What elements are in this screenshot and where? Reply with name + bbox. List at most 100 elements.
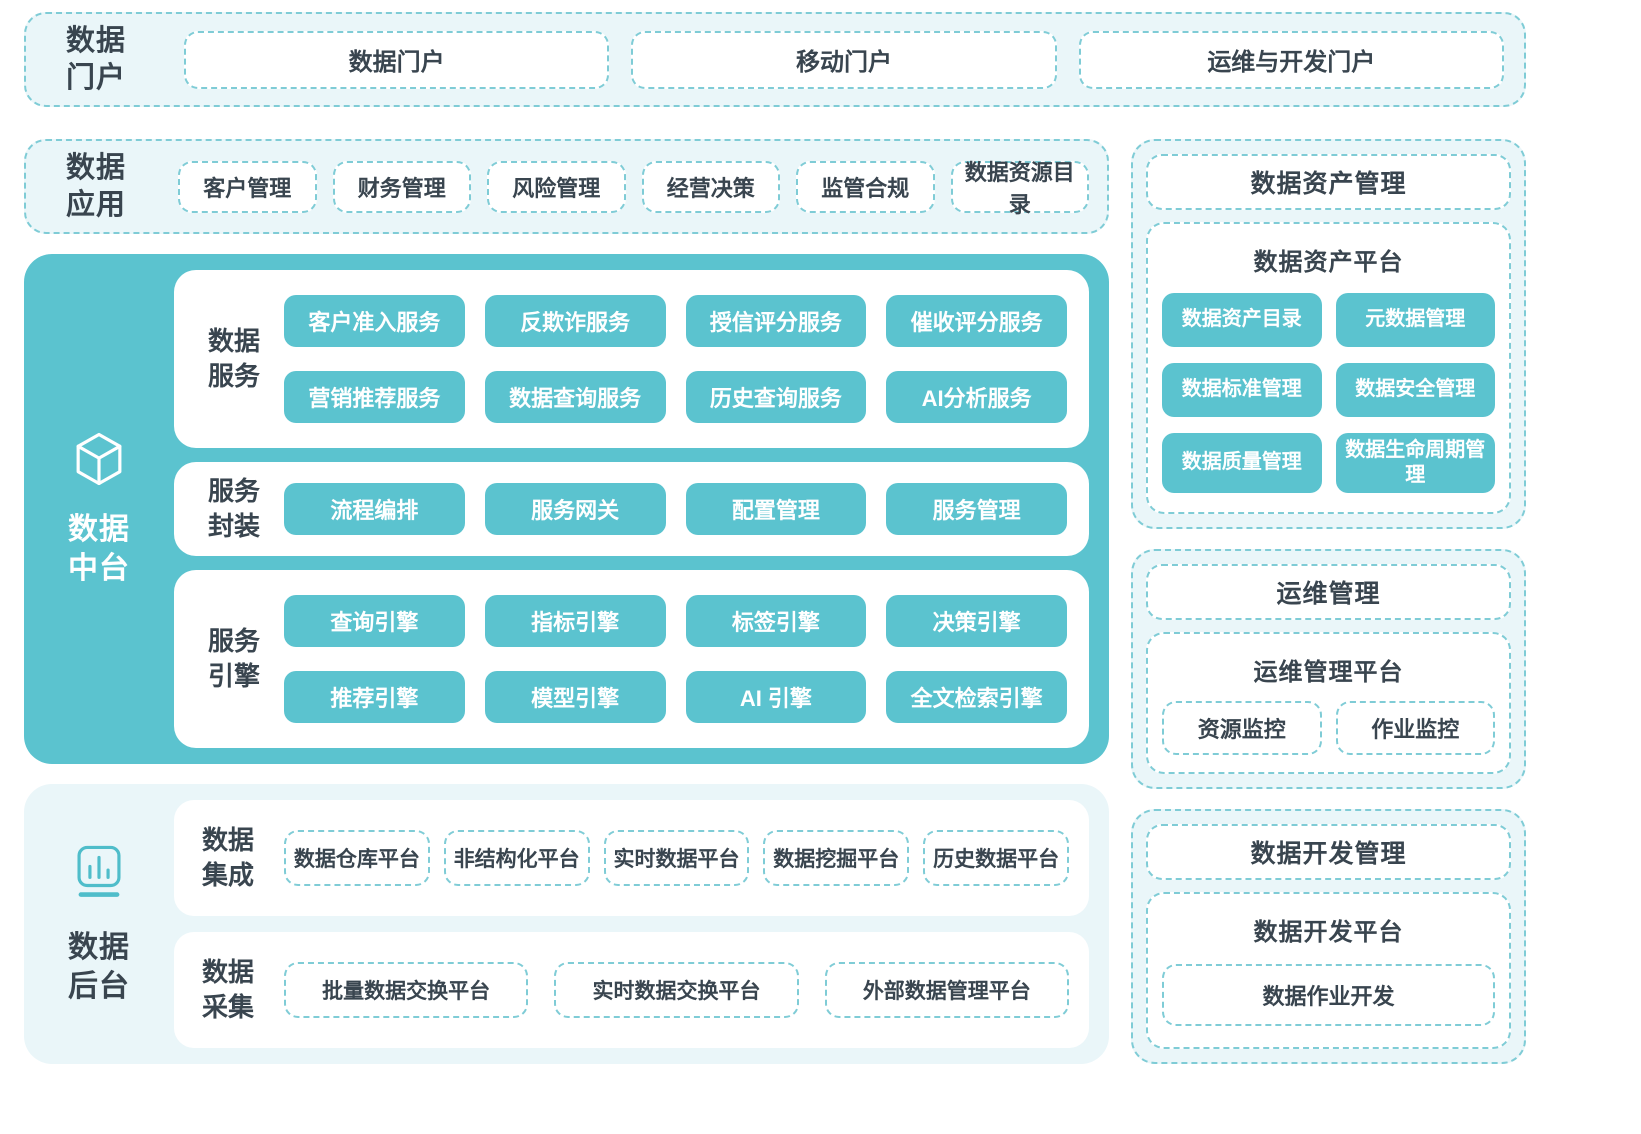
cube-icon xyxy=(76,432,122,486)
dev-node: 数据作业开发 xyxy=(1162,964,1495,1026)
service-encapsulation-group: 服务 封装 流程编排 服务网关 配置管理 服务管理 xyxy=(174,462,1089,556)
service-node: 服务管理 xyxy=(886,483,1067,535)
data-dev-platform-items: 数据作业开发 xyxy=(1162,957,1495,1033)
monitor-node: 资源监控 xyxy=(1162,700,1322,755)
ops-management-platform: 运维管理平台 资源监控 作业监控 xyxy=(1146,632,1511,774)
data-middleware-sections: 数据 服务 客户准入服务 反欺诈服务 授信评分服务 催收评分服务 营销推荐服务 … xyxy=(174,270,1089,748)
service-node: AI分析服务 xyxy=(886,371,1067,423)
data-asset-management-section: 数据资产管理 数据资产平台 数据资产目录 元数据管理 数据标准管理 数据安全管理… xyxy=(1131,139,1526,529)
diagram-content: 数据 门户 数据门户 移动门户 运维与开发门户 数据 应用 客户管理 财务管理 … xyxy=(24,12,1526,1064)
app-item-data-resource-catalog: 数据资源目录 xyxy=(950,160,1089,217)
right-column: 数据资产管理 数据资产平台 数据资产目录 元数据管理 数据标准管理 数据安全管理… xyxy=(1131,139,1526,1064)
asset-node: 数据生命周期管理 xyxy=(1335,432,1495,493)
left-column: 数据 应用 客户管理 财务管理 风险管理 经营决策 监管合规 数据资源目录 xyxy=(24,139,1109,1064)
data-services-grid: 客户准入服务 反欺诈服务 授信评分服务 催收评分服务 营销推荐服务 数据查询服务… xyxy=(284,295,1067,423)
label-line: 数据 xyxy=(208,325,261,356)
engine-node: 标签引擎 xyxy=(685,595,867,647)
label-line: 门户 xyxy=(66,61,127,94)
label-line: 数据 xyxy=(66,25,127,58)
service-node: 历史查询服务 xyxy=(685,371,867,423)
data-middleware-section: 数据 中台 数据 服务 客户准入服务 xyxy=(24,254,1109,764)
platform-node: 数据仓库平台 xyxy=(284,830,430,886)
engine-node: 指标引擎 xyxy=(484,595,666,647)
asset-node: 数据安全管理 xyxy=(1335,362,1495,417)
platform-node: 外部数据管理平台 xyxy=(824,962,1069,1018)
service-node: 流程编排 xyxy=(284,483,465,535)
platform-node: 批量数据交换平台 xyxy=(284,962,529,1018)
data-dev-platform-title: 数据开发平台 xyxy=(1253,919,1404,946)
platform-node: 数据挖掘平台 xyxy=(763,830,910,886)
data-applications-section: 数据 应用 客户管理 财务管理 风险管理 经营决策 监管合规 数据资源目录 xyxy=(24,139,1109,234)
service-node: 配置管理 xyxy=(685,483,867,535)
service-node: 服务网关 xyxy=(484,483,666,535)
label-line: 数据 xyxy=(202,824,255,855)
data-backend-side: 数据 后台 xyxy=(24,800,174,1048)
service-encapsulation-label: 服务 封装 xyxy=(174,474,284,544)
platform-node: 实时数据平台 xyxy=(603,830,750,886)
data-collection-items: 批量数据交换平台 实时数据交换平台 外部数据管理平台 xyxy=(284,962,1069,1018)
service-engines-grid: 查询引擎 指标引擎 标签引擎 决策引擎 推荐引擎 模型引擎 AI 引擎 全文检索… xyxy=(284,595,1067,723)
label-line: 数据 xyxy=(68,513,130,546)
data-applications-section-label: 数据 应用 xyxy=(66,150,162,223)
service-node: 授信评分服务 xyxy=(685,295,867,347)
data-asset-platform: 数据资产平台 数据资产目录 元数据管理 数据标准管理 数据安全管理 数据质量管理… xyxy=(1146,222,1511,514)
asset-node: 数据标准管理 xyxy=(1162,362,1322,417)
data-integration-group: 数据 集成 数据仓库平台 非结构化平台 实时数据平台 数据挖掘平台 历史数据平台 xyxy=(174,800,1089,916)
service-node: 客户准入服务 xyxy=(284,295,465,347)
engine-node: 模型引擎 xyxy=(484,671,666,723)
data-asset-management-title: 数据资产管理 xyxy=(1146,154,1511,210)
platform-node: 实时数据交换平台 xyxy=(554,962,799,1018)
ops-management-platform-title: 运维管理平台 xyxy=(1253,659,1404,686)
ops-management-items: 资源监控 作业监控 xyxy=(1162,697,1495,758)
data-portal-section-label: 数据 门户 xyxy=(66,23,162,96)
label-line: 服务 xyxy=(208,361,261,391)
engine-node: AI 引擎 xyxy=(685,671,867,723)
label-line: 引擎 xyxy=(208,661,261,691)
label-line: 集成 xyxy=(202,860,255,890)
service-encapsulation-grid: 流程编排 服务网关 配置管理 服务管理 xyxy=(284,483,1067,535)
app-item-business-decision: 经营决策 xyxy=(641,160,780,213)
ops-management-section: 运维管理 运维管理平台 资源监控 作业监控 xyxy=(1131,549,1526,789)
data-backend-section: 数据 后台 数据 集成 数据仓库平台 xyxy=(24,784,1109,1064)
platform-node: 非结构化平台 xyxy=(443,830,590,886)
label-line: 数据 xyxy=(202,956,255,987)
data-asset-platform-title: 数据资产平台 xyxy=(1253,249,1404,276)
data-asset-platform-grid: 数据资产目录 元数据管理 数据标准管理 数据安全管理 数据质量管理 数据生命周期… xyxy=(1162,287,1495,498)
label-line: 封装 xyxy=(208,511,261,541)
data-services-label: 数据 服务 xyxy=(174,324,284,394)
engine-node: 全文检索引擎 xyxy=(886,671,1067,723)
label-line: 服务 xyxy=(208,475,261,506)
portal-item-mobile-portal: 移动门户 xyxy=(631,30,1057,89)
platform-node: 历史数据平台 xyxy=(923,830,1069,886)
data-backend-label: 数据 后台 xyxy=(68,928,130,1006)
label-line: 应用 xyxy=(66,188,127,221)
label-line: 服务 xyxy=(208,625,261,656)
bar-chart-icon xyxy=(77,845,121,897)
data-backend-sections: 数据 集成 数据仓库平台 非结构化平台 实时数据平台 数据挖掘平台 历史数据平台 xyxy=(174,800,1089,1048)
data-middleware-side: 数据 中台 xyxy=(24,270,174,748)
portal-item-ops-dev-portal: 运维与开发门户 xyxy=(1078,30,1504,89)
asset-node: 元数据管理 xyxy=(1335,292,1495,347)
label-line: 数据 xyxy=(68,931,130,964)
label-line: 中台 xyxy=(68,552,130,585)
asset-node: 数据质量管理 xyxy=(1162,432,1322,493)
service-engines-label: 服务 引擎 xyxy=(174,624,284,694)
service-node: 营销推荐服务 xyxy=(284,371,465,423)
data-collection-label: 数据 采集 xyxy=(202,955,266,1025)
engine-node: 查询引擎 xyxy=(284,595,465,647)
data-collection-group: 数据 采集 批量数据交换平台 实时数据交换平台 外部数据管理平台 xyxy=(174,932,1089,1048)
service-node: 数据查询服务 xyxy=(484,371,666,423)
main-grid: 数据 应用 客户管理 财务管理 风险管理 经营决策 监管合规 数据资源目录 xyxy=(24,139,1526,1064)
data-dev-management-section: 数据开发管理 数据开发平台 数据作业开发 xyxy=(1131,809,1526,1064)
label-line: 采集 xyxy=(202,992,255,1022)
app-item-compliance: 监管合规 xyxy=(796,160,935,213)
data-dev-platform: 数据开发平台 数据作业开发 xyxy=(1146,892,1511,1049)
engine-node: 决策引擎 xyxy=(886,595,1067,647)
service-engines-group: 服务 引擎 查询引擎 指标引擎 标签引擎 决策引擎 推荐引擎 模型引擎 AI 引… xyxy=(174,570,1089,748)
data-services-group: 数据 服务 客户准入服务 反欺诈服务 授信评分服务 催收评分服务 营销推荐服务 … xyxy=(174,270,1089,448)
label-line: 数据 xyxy=(66,152,127,185)
monitor-node: 作业监控 xyxy=(1335,700,1495,755)
data-integration-items: 数据仓库平台 非结构化平台 实时数据平台 数据挖掘平台 历史数据平台 xyxy=(284,830,1069,886)
app-item-risk-mgmt: 风险管理 xyxy=(487,160,626,213)
